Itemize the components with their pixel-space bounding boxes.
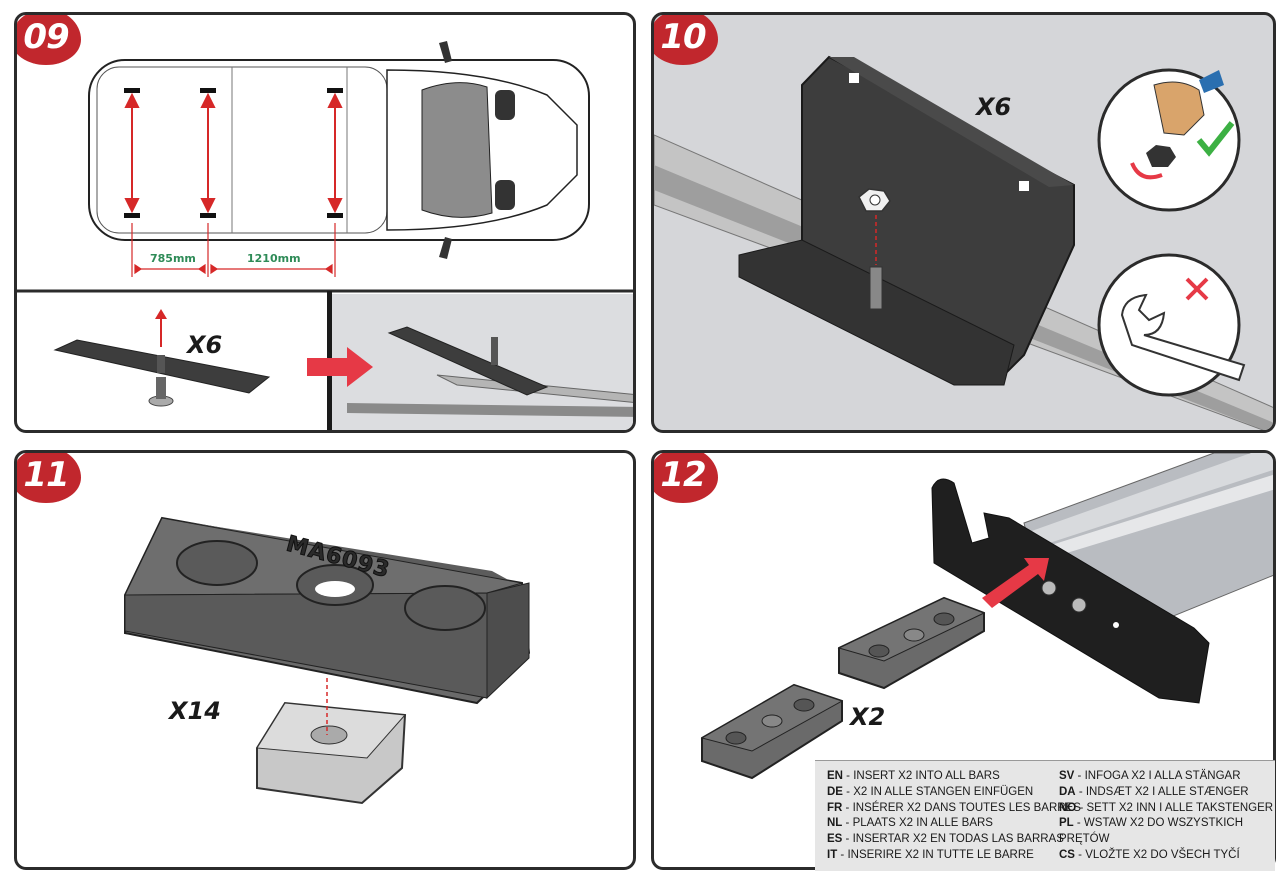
instruction-column-right: SV - INFOGA X2 I ALLA STÄNGAR DA - INDSÆ… xyxy=(1059,769,1275,864)
step-10-panel: 10 X6 xyxy=(651,12,1276,433)
instruction-line: EN - INSERT X2 INTO ALL BARS xyxy=(827,770,1000,782)
hand-icon xyxy=(1153,81,1205,136)
bar-insert-illustration xyxy=(700,453,1273,780)
quantity-label: X14 xyxy=(169,697,221,725)
wrench-icon xyxy=(1120,293,1246,382)
step-number-badge: 11 xyxy=(17,453,81,503)
dimension-label: 785mm xyxy=(150,252,196,265)
van-top-view xyxy=(17,41,633,430)
instruction-column-left: EN - INSERT X2 INTO ALL BARS DE - X2 IN … xyxy=(827,769,1081,864)
step-09-panel: 09 785mm 1210mm X6 xyxy=(14,12,636,433)
instruction-line: ES - INSERTAR X2 EN TODAS LAS BARRAS xyxy=(827,833,1064,846)
instruction-line: DA - INDSÆT X2 I ALLE STÆNGER xyxy=(1059,785,1249,798)
instruction-line: SV - INFOGA X2 I ALLA STÄNGAR xyxy=(1059,770,1241,782)
bracket-rail-illustration xyxy=(654,55,1273,430)
cross-icon xyxy=(1185,277,1209,301)
spacer-block-illustration xyxy=(124,516,531,805)
dimension-label: 1210mm xyxy=(247,252,301,265)
quantity-label: X6 xyxy=(187,331,223,359)
instruction-line: IT - INSERIRE X2 IN TUTTE LE BARRE xyxy=(827,848,1034,861)
step-number-badge: 10 xyxy=(654,15,718,65)
step-11-panel: 11 MA6093 X14 xyxy=(14,450,636,870)
step-number-badge: 09 xyxy=(17,15,81,65)
instruction-line: NO - SETT X2 INN I ALLE TAKSTENGER xyxy=(1059,801,1274,814)
instruction-legend: EN - INSERT X2 INTO ALL BARS DE - X2 IN … xyxy=(815,760,1275,871)
quantity-label: X6 xyxy=(976,93,1012,121)
instruction-line: DE - X2 IN ALLE STANGEN EINFÜGEN xyxy=(827,785,1034,798)
instruction-line: CS - VLOŽTE X2 DO VŠECH TYČÍ xyxy=(1059,848,1240,861)
check-icon xyxy=(1196,121,1235,157)
instruction-line: FR - INSÉRER X2 DANS TOUTES LES BARRES xyxy=(827,801,1081,814)
step-number-badge: 12 xyxy=(654,453,718,503)
instruction-line: NL - PLAATS X2 IN ALLE BARS xyxy=(827,817,993,830)
quantity-label: X2 xyxy=(850,703,886,731)
instruction-line: PL - WSTAW X2 DO WSZYSTKICH PRĘTÓW xyxy=(1059,817,1244,846)
